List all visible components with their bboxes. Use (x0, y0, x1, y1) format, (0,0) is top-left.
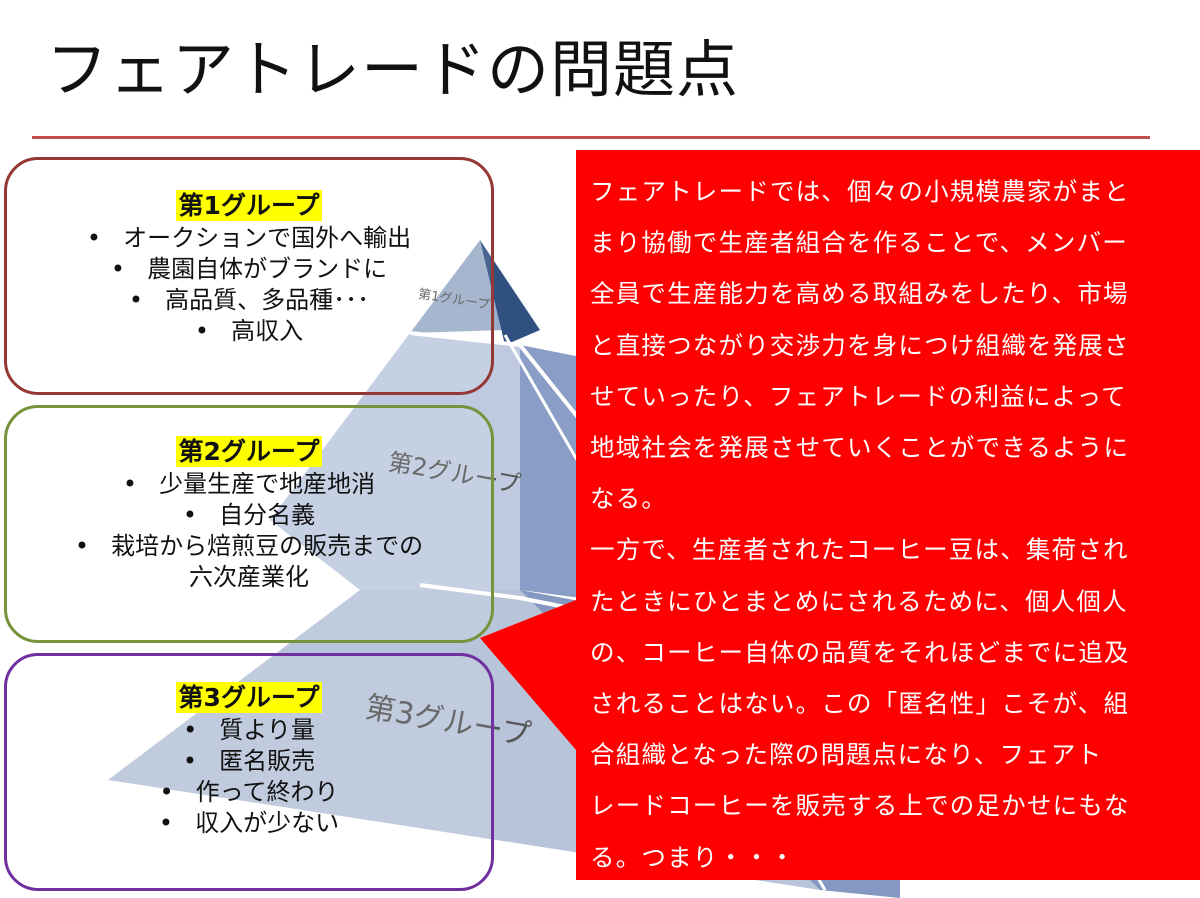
list-item: 匿名販売 (7, 746, 491, 777)
list-item: 質より量 (7, 715, 491, 746)
callout-line: 合組織となった際の問題点になり、フェアト (590, 740, 1103, 770)
group2-box: 第2グループ 少量生産で地産地消 自分名義 栽培から焙煎豆の販売までの 六次産業… (4, 405, 494, 643)
list-item: 農園自体がブランドに (7, 254, 491, 285)
callout-line: まり協働で生産者組合を作ることで、メンバー (590, 228, 1128, 258)
group2-title: 第2グループ (175, 436, 323, 467)
title-rule (32, 136, 1150, 139)
callout-line: フェアトレードでは、個々の小規模農家がまと (590, 177, 1130, 206)
callout-text: フェアトレードでは、個々の小規模農家がまと まり協働で生産者組合を作ることで、メ… (590, 166, 1190, 883)
callout-line: せていったり、フェアトレードの利益によって (590, 381, 1127, 411)
group3-box: 第3グループ 質より量 匿名販売 作って終わり 収入が少ない (4, 653, 494, 891)
list-item: 六次産業化 (189, 563, 309, 591)
callout-line: 一方で、生産者されたコーヒー豆は、集荷され (590, 535, 1129, 565)
list-item: 作って終わり (7, 777, 491, 808)
list-item: 栽培から焙煎豆の販売までの (7, 531, 491, 562)
group3-title: 第3グループ (175, 682, 323, 713)
callout-line: 地域社会を発展させていくことができるように (590, 433, 1130, 463)
callout-line: レードコーヒーを販売する上での足かせにもな (590, 791, 1130, 821)
list-item: 高収入 (7, 316, 491, 347)
list-item: オークションで国外へ輸出 (7, 223, 491, 254)
slide-title: フェアトレードの問題点 (46, 33, 740, 106)
list-item: 少量生産で地産地消 (7, 469, 491, 500)
group2-list: 少量生産で地産地消 自分名義 栽培から焙煎豆の販売までの 六次産業化 (7, 469, 491, 593)
group1-box: 第1グループ オークションで国外へ輸出 農園自体がブランドに 高品質、多品種･･… (4, 157, 494, 395)
callout-line: の、コーヒー自体の品質をそれほどまでに追及 (590, 637, 1130, 667)
group1-list: オークションで国外へ輸出 農園自体がブランドに 高品質、多品種･･･ 高収入 (7, 223, 491, 347)
list-item: 自分名義 (7, 500, 491, 531)
callout-line: されることはない。この「匿名性」こそが、組 (590, 689, 1130, 719)
list-item: 高品質、多品種･･･ (7, 285, 491, 316)
callout-line: なる。 (590, 484, 668, 514)
callout-line: 全員で生産能力を高める取組みをしたり、市場 (590, 279, 1129, 309)
callout-line: と直接つながり交渉力を身につけ組織を発展さ (590, 330, 1130, 360)
callout-line: る。つまり・・・ (590, 842, 796, 872)
callout-line: たときにひとまとめにされるために、個人個人 (590, 586, 1128, 616)
group1-title: 第1グループ (175, 190, 323, 221)
list-item: 収入が少ない (7, 808, 491, 839)
group3-list: 質より量 匿名販売 作って終わり 収入が少ない (7, 715, 491, 839)
